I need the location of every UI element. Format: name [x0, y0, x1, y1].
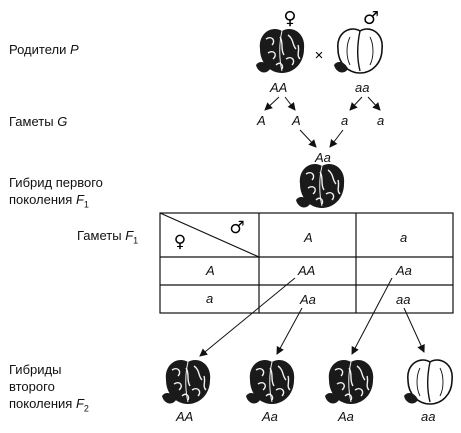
parent-male-genotype: aa [355, 80, 370, 95]
punnett-row-header-2: a [206, 291, 214, 306]
f2-genotype-2: Aa [262, 409, 278, 424]
male-symbol: ♂ [229, 218, 244, 238]
f2-label: Гибриды второго поколения F2 [9, 362, 89, 414]
gametes-label: Гаметы G [9, 114, 68, 129]
punnett-cell-aa-het-2: Aa [300, 292, 316, 307]
smooth-pea-icon [333, 28, 383, 74]
gamete-4: a [377, 113, 385, 128]
f2-genotype-3: Aa [338, 409, 354, 424]
cross-symbol: × [315, 47, 324, 64]
parent-female-genotype: AA [270, 80, 288, 95]
male-symbol: ♂ [363, 8, 379, 29]
female-symbol: ♀ [283, 8, 296, 29]
punnett-cell-aa-het-1: Aa [396, 263, 412, 278]
punnett-col-header-1: A [304, 230, 313, 245]
gamete-3: a [341, 113, 349, 128]
table-gametes-label: Гаметы F1 [77, 228, 139, 246]
punnett-table [159, 212, 454, 314]
f2-genotype-1: AA [176, 409, 194, 424]
f2-genotype-4: aa [421, 409, 436, 424]
f1-genotype: Aa [315, 150, 331, 165]
smooth-pea-icon [403, 359, 453, 405]
wrinkled-pea-icon [255, 28, 305, 74]
female-symbol: ♀ [174, 232, 186, 252]
wrinkled-pea-icon [161, 359, 211, 405]
parents-label: Родители P [9, 42, 79, 57]
punnett-cell-aa-recessive: aa [396, 292, 411, 307]
punnett-cell-aa-dominant: AA [298, 263, 316, 278]
wrinkled-pea-icon [295, 163, 345, 209]
wrinkled-pea-icon [245, 359, 295, 405]
gamete-1: A [257, 113, 266, 128]
punnett-col-header-2: a [400, 230, 408, 245]
gamete-2: A [292, 113, 301, 128]
punnett-row-header-1: A [206, 263, 215, 278]
wrinkled-pea-icon [324, 359, 374, 405]
f1-label: Гибрид первого поколения F1 [9, 175, 103, 210]
